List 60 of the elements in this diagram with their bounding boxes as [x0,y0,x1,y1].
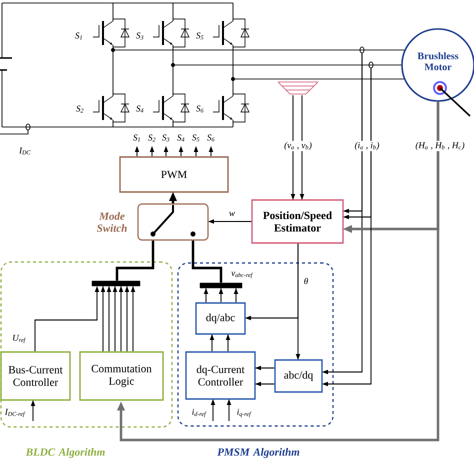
connector-bus [192,240,222,283]
controller-box: dq-Current Controller [185,351,256,400]
edge-label: U$_{ref}$ [11,334,27,344]
arrow [322,52,362,374]
arrow [208,146,214,157]
logic-box: Commutation Logic [79,351,164,401]
transform-box: abc/dq [274,359,323,393]
label: S$_{1}$ [75,32,82,40]
edge-label: (v$_{a}$ , v$_{b}$) [283,140,313,152]
arrow [30,400,36,422]
arrow [204,288,238,303]
arrow [245,243,298,320]
edge-label: S$_{1}$ [132,134,142,142]
edge-label: S$_{3}$ [161,134,171,143]
current-sensor [368,62,374,68]
arrow [117,102,440,442]
edge-label: w [228,210,236,218]
label: S$_{3}$ [136,32,144,40]
label: I$_{DC}$ [19,148,30,154]
current-sensor [360,46,364,54]
arrow [34,286,100,352]
edge-label: v$_{abc-ref}$ [230,270,254,280]
arrow [150,146,154,157]
mode-switch-box: Mode Switch [96,203,209,241]
arrow [194,146,198,157]
label: S$_{4}$ [136,106,144,112]
edge-label: I$_{DC-ref}$ [4,408,26,418]
arrow [169,192,177,204]
edge-label: i$_{d-ref}$ [190,408,208,418]
arrow [208,219,252,224]
edge-label: S$_{4}$ [176,134,186,142]
label: S$_{2}$ [76,106,84,112]
arrow [178,146,184,157]
arrow [164,146,168,157]
edge-label: S$_{6}$ [206,134,216,143]
arrow [210,399,216,422]
arrow [134,146,140,157]
edge-label: i$_{q-ref}$ [236,408,252,418]
edge-label: S$_{5}$ [191,134,201,143]
arrow [290,94,304,200]
edge-label: S$_{2}$ [147,134,157,142]
controller-box: Bus-Current Controller [0,351,71,401]
node-label: PMSM Algorithm [217,448,300,458]
edge-label: (i$_{a}$ , i$_{b}$) [354,140,380,152]
arrow [255,366,275,386]
node-label: Mode Switch [96,212,127,232]
estimator-box: Position/Speed Estimator [251,199,344,244]
edge-label: θ [302,276,310,286]
pwm-box: PWM [119,156,229,193]
arrow [226,399,232,422]
arrow [100,286,136,352]
label: S$_{5}$ [196,32,204,40]
transform-box: dq/abc [195,302,246,335]
connector-bus [116,240,154,281]
edge-label: (H$_{a}$ , H$_{b}$ , H$_{c}$) [414,140,466,152]
arrow [210,334,230,352]
voltage-sensor [278,82,318,94]
node-label: BLDC Algorithm [26,448,105,458]
arrow [322,68,372,386]
label: S$_{6}$ [196,106,204,113]
